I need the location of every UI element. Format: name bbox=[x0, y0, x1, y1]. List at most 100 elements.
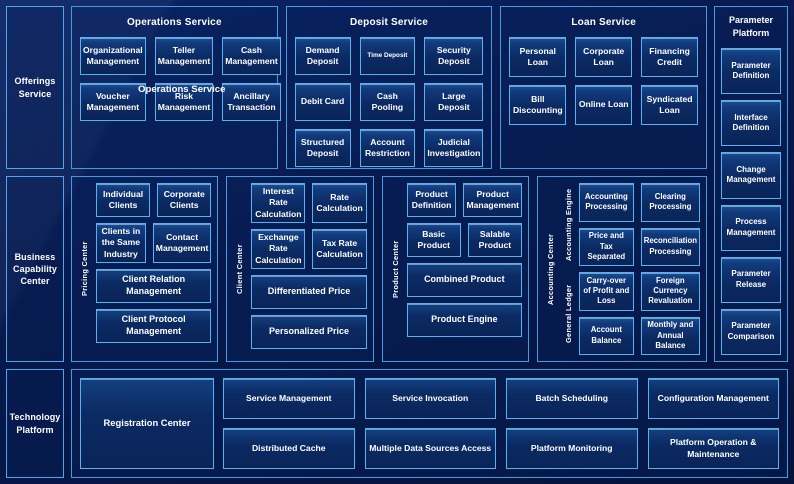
accounting-sub-labels: Accounting Engine General Ledger bbox=[562, 183, 575, 355]
vertical-label-general-ledger: General Ledger bbox=[563, 284, 573, 343]
cell-service-management[interactable]: Service Management bbox=[223, 378, 355, 419]
cell-price-and-tax-separated[interactable]: Price and Tax Separated bbox=[578, 227, 634, 266]
accounting-center-grid: Accounting Processing Clearing Processin… bbox=[578, 183, 700, 355]
cell-contact-management[interactable]: Contact Management bbox=[152, 223, 212, 264]
cell-interface-definition[interactable]: Interface Definition bbox=[721, 100, 781, 147]
technology-platform-panel[interactable]: Registration Center Service Management S… bbox=[71, 369, 788, 478]
cell-clearing-processing[interactable]: Clearing Processing bbox=[640, 183, 700, 222]
cell-foreign-currency-revaluation[interactable]: Foreign Currency Revaluation bbox=[640, 272, 700, 311]
panel-title-parameter-platform: Parameter Platform bbox=[728, 15, 774, 39]
cell-basic-product[interactable]: Basic Product bbox=[406, 223, 461, 257]
pricing-center-pair-row-1: Individual Clients Corporate Clients bbox=[96, 183, 212, 217]
pricing-center-full-row-2: Client Protocol Management bbox=[96, 309, 212, 344]
client-center-full-row-2: Personalized Price bbox=[251, 315, 367, 350]
cell-platform-monitoring[interactable]: Platform Monitoring bbox=[506, 428, 638, 469]
row-business-capability-center: Business Capability Center Pricing Cente… bbox=[6, 176, 707, 362]
product-center-pair-row-2: Basic Product Salable Product bbox=[406, 223, 522, 257]
panel-title-operations-service: Operations Service bbox=[126, 17, 222, 28]
cell-client-relation-management[interactable]: Client Relation Management bbox=[96, 269, 212, 304]
client-center-pair-row-2: Exchange Rate Calculation Tax Rate Calcu… bbox=[251, 229, 367, 270]
panel-title-deposit-service: Deposit Service bbox=[349, 17, 429, 28]
cell-corporate-loan[interactable]: Corporate Loan bbox=[575, 37, 633, 77]
panel-pricing-center[interactable]: Pricing Center Individual Clients Corpor… bbox=[71, 176, 219, 362]
vertical-label-client-center: Client Center bbox=[235, 244, 245, 294]
cell-change-management[interactable]: Change Management bbox=[721, 152, 781, 199]
cell-combined-product[interactable]: Combined Product bbox=[406, 263, 522, 297]
cell-syndicated-loan[interactable]: Syndicated Loan bbox=[641, 85, 699, 125]
cell-financing-credit[interactable]: Financing Credit bbox=[641, 37, 699, 77]
cell-batch-scheduling[interactable]: Batch Scheduling bbox=[506, 378, 638, 419]
panel-client-center[interactable]: Client Center Interest Rate Calculation … bbox=[226, 176, 374, 362]
cell-account-balance[interactable]: Account Balance bbox=[578, 316, 634, 355]
cell-teller-management[interactable]: Teller Management bbox=[154, 37, 214, 75]
cell-organizational-management[interactable]: Organizational Management bbox=[80, 37, 146, 75]
cell-distributed-cache[interactable]: Distributed Cache bbox=[223, 428, 355, 469]
loan-service-grid: Personal Loan Corporate Loan Financing C… bbox=[509, 37, 699, 160]
panel-parameter-platform[interactable]: Parameter Platform Parameter Definition … bbox=[714, 6, 788, 362]
cell-online-loan[interactable]: Online Loan bbox=[575, 85, 633, 125]
cell-registration-center[interactable]: Registration Center bbox=[80, 378, 214, 469]
cell-personal-loan[interactable]: Personal Loan bbox=[509, 37, 567, 77]
cell-reconciliation-processing[interactable]: Reconciliation Processing bbox=[640, 227, 700, 266]
cell-cash-pooling[interactable]: Cash Pooling bbox=[359, 83, 416, 121]
cell-security-deposit[interactable]: Security Deposit bbox=[424, 37, 484, 75]
accounting-center-inner: Accounting Engine General Ledger Account… bbox=[562, 183, 700, 355]
row-technology-platform: Technology Platform Registration Center … bbox=[6, 369, 788, 478]
panel-product-center[interactable]: Product Center Product Definition Produc… bbox=[381, 176, 529, 362]
cell-parameter-release[interactable]: Parameter Release bbox=[721, 256, 781, 303]
cell-risk-management[interactable]: Risk Management bbox=[154, 83, 214, 121]
operations-service-grid: Organizational Management Teller Managem… bbox=[80, 37, 281, 160]
rail-label-business-capability-center: Business Capability Center bbox=[6, 176, 64, 362]
cell-product-definition[interactable]: Product Definition bbox=[406, 183, 457, 217]
cell-clients-in-the-same-industry[interactable]: Clients in the Same Industry bbox=[96, 223, 146, 264]
cell-product-management[interactable]: Product Management bbox=[463, 183, 522, 217]
cell-salable-product[interactable]: Salable Product bbox=[467, 223, 522, 257]
cell-debit-card[interactable]: Debit Card bbox=[294, 83, 351, 121]
cell-voucher-management[interactable]: Voucher Management bbox=[80, 83, 146, 121]
cell-differentiated-price[interactable]: Differentiated Price bbox=[251, 275, 367, 310]
client-center-pair-row-1: Interest Rate Calculation Rate Calculati… bbox=[251, 183, 367, 224]
cell-product-engine[interactable]: Product Engine bbox=[406, 303, 522, 337]
cell-account-restriction[interactable]: Account Restriction bbox=[359, 129, 416, 167]
product-center-full-row-1: Combined Product bbox=[406, 263, 522, 297]
cell-structured-deposit[interactable]: Structured Deposit bbox=[294, 129, 351, 167]
rail-label-offerings-service: Offerings Service bbox=[6, 6, 64, 169]
cell-configuration-management[interactable]: Configuration Management bbox=[647, 378, 779, 419]
cell-exchange-rate-calculation[interactable]: Exchange Rate Calculation bbox=[251, 229, 306, 270]
cell-carry-over-of-profit-and-loss[interactable]: Carry-over of Profit and Loss bbox=[578, 272, 634, 311]
cell-ancillary-transaction[interactable]: Ancillary Transaction bbox=[222, 83, 281, 121]
product-center-pair-row-1: Product Definition Product Management bbox=[406, 183, 522, 217]
panel-loan-service[interactable]: Loan Service Personal Loan Corporate Loa… bbox=[500, 6, 708, 169]
cell-rate-calculation[interactable]: Rate Calculation bbox=[312, 183, 367, 224]
cell-judicial-investigation[interactable]: Judicial Investigation bbox=[424, 129, 484, 167]
offerings-service-panels: Operations Service Organizational Manage… bbox=[71, 6, 708, 169]
cell-cash-management[interactable]: Cash Management bbox=[222, 37, 281, 75]
cell-platform-operation-and-maintenance[interactable]: Platform Operation & Maintenance bbox=[647, 428, 779, 469]
cell-service-invocation[interactable]: Service Invocation bbox=[364, 378, 496, 419]
cell-personalized-price[interactable]: Personalized Price bbox=[251, 315, 367, 350]
cell-large-deposit[interactable]: Large Deposit bbox=[424, 83, 484, 121]
cell-tax-rate-calculation[interactable]: Tax Rate Calculation bbox=[312, 229, 367, 270]
cell-corporate-clients[interactable]: Corporate Clients bbox=[157, 183, 212, 217]
cell-individual-clients[interactable]: Individual Clients bbox=[96, 183, 151, 217]
cell-demand-deposit[interactable]: Demand Deposit bbox=[294, 37, 351, 75]
panel-operations-service[interactable]: Operations Service Organizational Manage… bbox=[71, 6, 281, 169]
cell-parameter-comparison[interactable]: Parameter Comparison bbox=[721, 308, 781, 356]
panel-accounting-center[interactable]: Accounting Center Accounting Engine Gene… bbox=[536, 176, 707, 362]
cell-monthly-and-annual-balance[interactable]: Monthly and Annual Balance bbox=[640, 316, 700, 355]
cell-process-management[interactable]: Process Management bbox=[721, 204, 781, 251]
pricing-center-full-row-1: Client Relation Management bbox=[96, 269, 212, 304]
cell-time-deposit[interactable]: Time Deposit bbox=[359, 37, 416, 75]
cell-client-protocol-management[interactable]: Client Protocol Management bbox=[96, 309, 212, 344]
cell-multiple-data-sources-access[interactable]: Multiple Data Sources Access bbox=[364, 428, 496, 469]
vertical-label-pricing-center: Pricing Center bbox=[80, 241, 89, 297]
cell-bill-discounting[interactable]: Bill Discounting bbox=[509, 85, 567, 125]
pricing-center-pair-row-2: Clients in the Same Industry Contact Man… bbox=[96, 223, 212, 264]
vertical-label-product-center: Product Center bbox=[390, 240, 400, 298]
vertical-label-accounting-engine: Accounting Engine bbox=[563, 188, 573, 261]
cell-accounting-processing[interactable]: Accounting Processing bbox=[578, 183, 634, 222]
cell-parameter-definition[interactable]: Parameter Definition bbox=[721, 48, 781, 95]
cell-interest-rate-calculation[interactable]: Interest Rate Calculation bbox=[251, 183, 306, 224]
panel-deposit-service[interactable]: Deposit Service Demand Deposit Time Depo… bbox=[285, 6, 493, 169]
